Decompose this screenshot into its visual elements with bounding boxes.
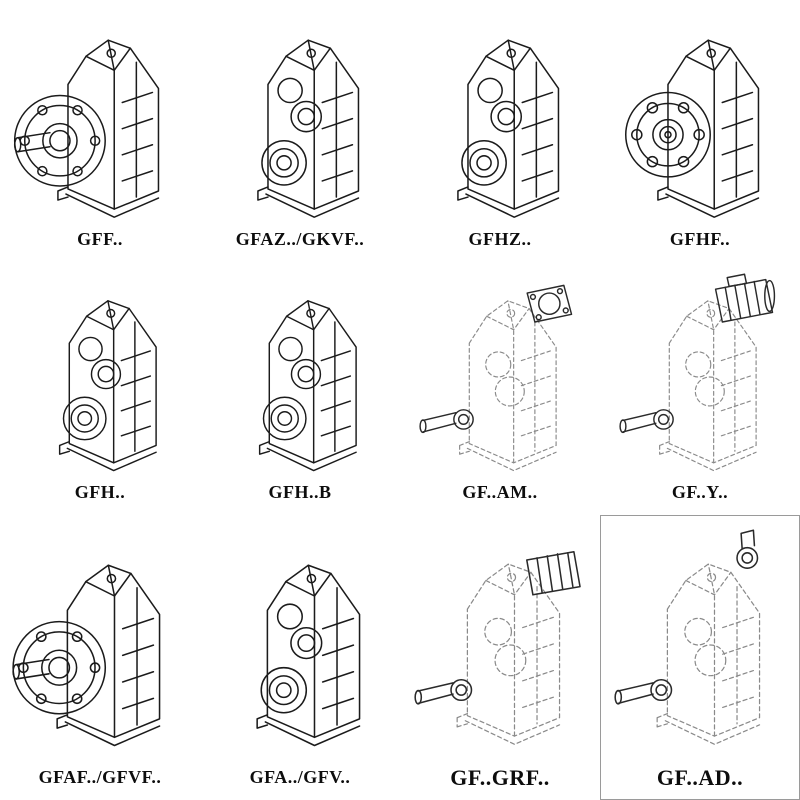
model-label: GF..AM.. — [462, 482, 538, 503]
model-label: GFF.. — [77, 229, 123, 250]
model-label: GFHF.. — [669, 229, 731, 250]
model-label: GF..AD.. — [656, 764, 744, 790]
gearbox-drawing-hollow-shaft-icon — [257, 39, 360, 218]
gearbox-drawing-hollow-shaft-icon — [256, 564, 361, 747]
figure-gfhf: GFHF.. — [600, 0, 800, 262]
shaft-bores-icon — [260, 603, 323, 714]
gearbox-drawing-iec-adapter-icon — [419, 284, 573, 472]
gearbox-drawing-top-input-shaft-icon — [614, 529, 761, 745]
shaft-bores-icon — [62, 336, 121, 441]
model-label: GF..GRF.. — [450, 764, 550, 790]
gear-housing-icon — [256, 564, 361, 747]
top-input-shaft-icon — [736, 529, 759, 569]
gearbox-drawing-hollow-shaft-icon — [258, 300, 357, 472]
gearbox-drawing-motor-mounted-icon — [619, 273, 775, 472]
model-label: GFAF../GFVF.. — [38, 767, 162, 788]
figure-gf-y: GF..Y.. — [600, 262, 800, 515]
model-label: GFH.. — [74, 482, 126, 503]
gear-housing-icon — [58, 300, 157, 472]
model-label: GFH..B — [268, 482, 332, 503]
finned-input-unit-icon — [525, 551, 581, 596]
model-label: GFHZ.. — [468, 229, 532, 250]
figure-gf-am: GF..AM.. — [400, 262, 600, 515]
figure-gfh: GFH.. — [0, 262, 200, 515]
figure-gfh-b: GFH..B — [200, 262, 400, 515]
iec-adapter-flange-icon — [526, 284, 573, 323]
model-label: GF..Y.. — [671, 482, 729, 503]
gear-housing-icon — [258, 300, 357, 472]
output-flange-shaft-icon — [13, 94, 106, 187]
gearbox-drawing-finned-input-icon — [414, 551, 581, 745]
figure-gf-grf: GF..GRF.. — [400, 515, 600, 800]
shaft-bores-icon — [461, 77, 522, 186]
shaft-bores-icon — [262, 336, 321, 441]
model-label: GFA../GFV.. — [249, 767, 351, 788]
gear-housing-icon — [457, 39, 560, 218]
figure-gff: GFF.. — [0, 0, 200, 262]
gearbox-drawing-output-flange-icon — [12, 564, 161, 747]
output-flange-shaft-icon — [12, 620, 106, 715]
gear-housing-dashed-icon — [456, 563, 561, 745]
output-shaft-icon — [619, 409, 674, 434]
shaft-bores-dashed-icon — [484, 617, 527, 677]
gearbox-drawing-hollow-shaft-icon — [58, 300, 157, 472]
shaft-bores-dashed-icon — [484, 351, 525, 407]
shaft-bores-icon — [261, 77, 322, 186]
shaft-bores-dashed-icon — [684, 617, 727, 677]
gear-housing-dashed-icon — [458, 300, 557, 472]
figure-gfaz-gkvf: GFAZ../GKVF.. — [200, 0, 400, 262]
figure-gfaf-gfvf: GFAF../GFVF.. — [0, 515, 200, 800]
gearbox-drawing-front-flange-icon — [624, 39, 760, 218]
gearbox-drawing-output-flange-icon — [13, 39, 160, 218]
gear-housing-dashed-icon — [658, 300, 757, 472]
model-label: GFAZ../GKVF.. — [235, 229, 365, 250]
figure-gfa-gfv: GFA../GFV.. — [200, 515, 400, 800]
figure-gf-ad: GF..AD.. — [600, 515, 800, 800]
shaft-bores-dashed-icon — [684, 351, 725, 407]
output-shaft-icon — [614, 679, 673, 705]
gearbox-drawing-hollow-shaft-icon — [457, 39, 560, 218]
gear-housing-dashed-icon — [656, 563, 761, 745]
output-shaft-icon — [419, 409, 474, 434]
figure-gfhz: GFHZ.. — [400, 0, 600, 262]
gear-housing-icon — [257, 39, 360, 218]
output-shaft-icon — [414, 679, 473, 705]
